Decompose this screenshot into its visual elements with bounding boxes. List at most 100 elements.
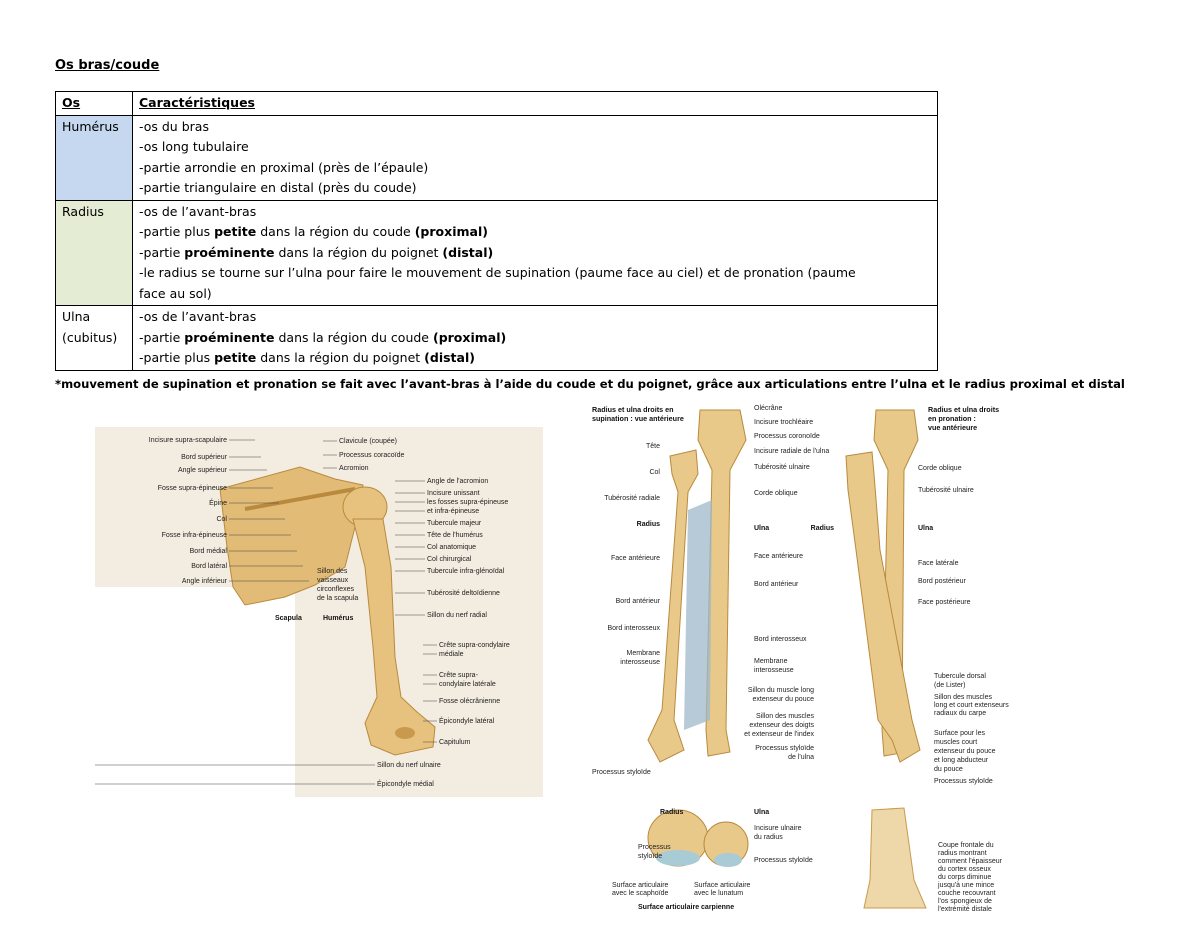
anatomy-label: Radius: [811, 525, 834, 532]
anatomy-label: Fosse olécrânienne: [439, 698, 500, 705]
bone-name-cell: Ulna(cubitus): [55, 305, 133, 371]
anatomy-label: Incisure trochléaire: [754, 419, 813, 426]
anatomy-label: (de Lister): [934, 682, 966, 689]
emphasis-text: proéminente: [184, 244, 275, 260]
anatomy-label: Incisure radiale de l'ulna: [754, 448, 829, 455]
characteristics-cell: -os de l’avant-bras -partie proéminente d…: [132, 305, 938, 371]
bone-name: Ulna: [62, 309, 91, 324]
anatomy-label: médiale: [439, 651, 464, 658]
anatomy-label: interosseuse: [620, 659, 660, 666]
anatomy-label: de la scapula: [317, 595, 358, 602]
anatomy-label: l'extrémité distale: [938, 906, 992, 913]
anatomy-label: Bord interosseux: [607, 625, 660, 632]
text-segment: -partie plus: [139, 224, 215, 239]
anatomy-label: Bord antérieur: [754, 581, 799, 588]
anatomy-label: Processus styloïde: [934, 778, 993, 785]
anatomy-label: Fosse supra-épineuse: [158, 485, 227, 492]
characteristic-line: -partie proéminente dans la région du co…: [139, 328, 931, 349]
text-segment: -le radius se tourne sur l’ulna pour fai…: [139, 265, 856, 280]
anatomy-label: Tête: [646, 443, 660, 450]
emphasis-text: (distal): [424, 350, 475, 365]
anatomy-label: vue antérieure: [928, 423, 977, 432]
header-os: Os: [55, 91, 133, 116]
header-caracteristiques: Caractéristiques: [132, 91, 938, 116]
anatomy-label: jusqu'à une mince: [937, 882, 994, 889]
anatomy-label: et long abducteur: [934, 757, 989, 764]
bone-name-cell: Radius: [55, 199, 133, 306]
characteristic-line: -partie proéminente dans la région du po…: [139, 243, 931, 264]
text-segment: -partie plus: [139, 350, 215, 365]
text-segment: dans la région du poignet: [256, 350, 425, 365]
anatomy-label: du cortex osseux: [938, 866, 991, 873]
anatomy-label: Épine: [209, 498, 227, 507]
text-segment: -os de l’avant-bras: [139, 309, 257, 324]
anatomy-label: Membrane: [754, 658, 788, 665]
anatomy-label: du corps diminue: [938, 874, 991, 881]
anatomy-label: long et court extenseurs: [934, 702, 1009, 709]
text-segment: -partie triangulaire en distal (près du …: [139, 180, 417, 195]
text-segment: -os de l’avant-bras: [139, 203, 257, 219]
anatomy-label: Tête de l'humérus: [427, 532, 483, 539]
anatomy-label: Capitulum: [439, 739, 471, 746]
characteristic-line: -os long tubulaire: [139, 137, 931, 158]
emphasis-text: proéminente: [184, 329, 275, 345]
page-title: Os bras/coude: [55, 58, 160, 73]
anatomy-label: Processus styloïde: [592, 769, 651, 776]
anatomy-label: Radius: [660, 809, 683, 816]
anatomy-label: et infra-épineuse: [427, 508, 479, 515]
anatomy-label: condylaire latérale: [439, 681, 496, 688]
characteristic-line: face au sol): [139, 284, 931, 305]
anatomy-label: Surface articulaire: [612, 882, 669, 889]
characteristic-line: -os de l’avant-bras: [139, 307, 931, 328]
text-segment: face au sol): [139, 285, 212, 301]
anatomy-label: en pronation :: [928, 414, 976, 423]
characteristic-line: -partie arrondie en proximal (près de l’…: [139, 158, 931, 179]
anatomy-label: Corde oblique: [754, 490, 798, 497]
anatomy-label: Processus coracoïde: [339, 452, 404, 459]
anatomy-label: Membrane: [627, 650, 661, 657]
characteristics-cell: -os du bras-os long tubulaire-partie arr…: [132, 114, 938, 201]
anatomy-label: Incisure ulnaire: [754, 825, 802, 832]
anatomy-label: Processus: [638, 844, 671, 851]
anatomy-label: Fosse infra-épineuse: [162, 532, 227, 539]
characteristic-line: -os du bras: [139, 117, 931, 138]
anatomy-label: comment l'épaisseur: [938, 858, 1003, 865]
table-row: Humérus-os du bras-os long tubulaire-par…: [55, 114, 938, 201]
text-segment: dans la région du coude: [274, 329, 433, 345]
anatomy-label: Coupe frontale du: [938, 842, 994, 849]
anatomy-label: Processus coronoïde: [754, 433, 820, 440]
anatomy-label: Sillon des muscles: [756, 713, 814, 720]
anatomy-label: avec le lunatum: [694, 890, 743, 897]
anatomy-label: Surface articulaire carpienne: [638, 904, 734, 911]
anatomy-label: Tubérosité ulnaire: [918, 487, 974, 494]
anatomy-label: du pouce: [934, 766, 963, 773]
anatomy-label: Ulna: [754, 525, 769, 532]
anatomy-label: Acromion: [339, 465, 369, 472]
anatomy-label: avec le scaphoïde: [612, 890, 669, 897]
emphasis-text: petite: [214, 350, 257, 365]
emphasis-text: (proximal): [432, 329, 507, 345]
characteristic-line: -le radius se tourne sur l’ulna pour fai…: [139, 263, 931, 284]
anatomy-label: Corde oblique: [918, 465, 962, 472]
bone-name: Radius: [62, 203, 104, 219]
anatomy-label: Épicondyle latéral: [439, 716, 495, 725]
anatomy-label: Radius et ulna droits: [928, 405, 999, 414]
emphasis-text: (proximal): [414, 224, 488, 239]
anatomy-label: Bord postérieur: [918, 578, 967, 585]
anatomy-label: de l'ulna: [788, 754, 814, 761]
text-segment: -partie: [139, 329, 185, 345]
anatomy-label: les fosses supra-épineuse: [427, 499, 508, 506]
bones-table: Os Caractéristiques Humérus-os du bras-o…: [55, 91, 938, 371]
anatomy-label: Surface articulaire: [694, 882, 751, 889]
emphasis-text: (distal): [442, 244, 494, 260]
text-segment: -partie: [139, 244, 185, 260]
table-row: Radius -os de l’avant-bras -partie plus pe…: [55, 199, 938, 306]
anatomy-label: Sillon du muscle long: [748, 687, 814, 694]
scapula-label: Scapula: [275, 615, 302, 622]
text-segment: dans la région du coude: [256, 224, 415, 239]
anatomy-label: Col: [216, 516, 227, 523]
characteristic-line: -partie plus petite dans la région du co…: [139, 222, 931, 243]
anatomy-label: Radius et ulna droits en: [592, 405, 673, 414]
